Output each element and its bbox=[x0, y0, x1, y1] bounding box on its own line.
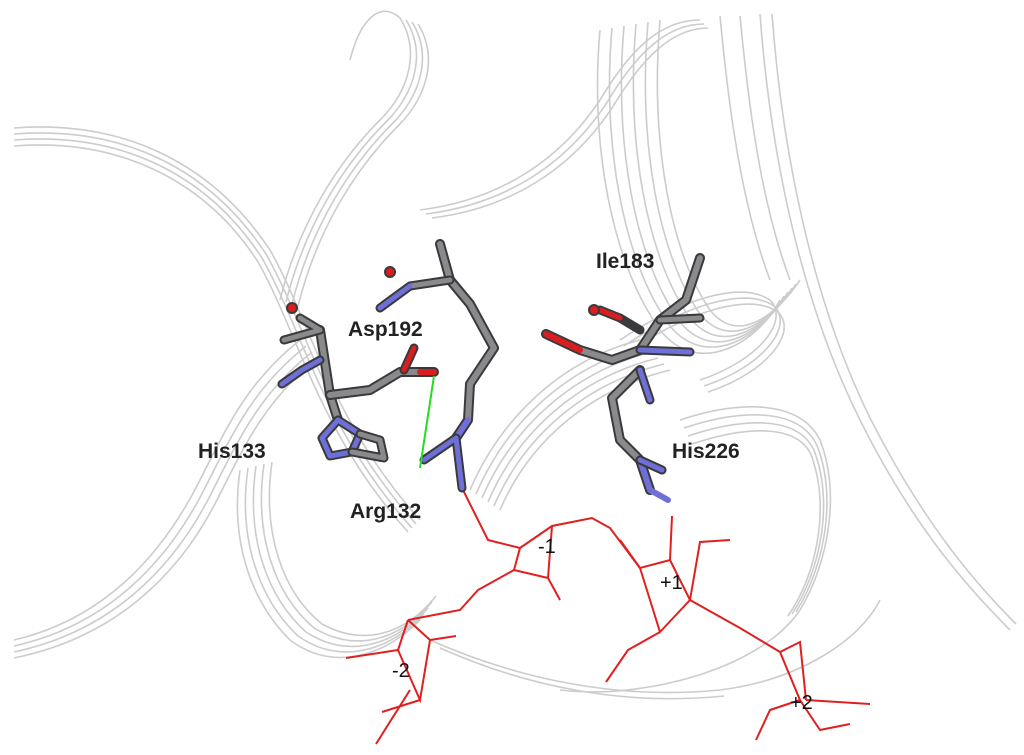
ligand-backbone bbox=[461, 487, 851, 732]
stick-asp192 bbox=[325, 343, 439, 400]
ligand-ring-plus1-subst bbox=[619, 515, 731, 601]
water-oxygens bbox=[286, 266, 600, 316]
stick-ile183 bbox=[541, 253, 705, 365]
stick-his133 bbox=[277, 313, 389, 463]
ribbon-top-center-loop bbox=[419, 19, 709, 219]
ligand-sugar-chain bbox=[345, 487, 871, 745]
ribbon-top-left-loop bbox=[279, 10, 430, 307]
ligand-ring-plus2 bbox=[755, 640, 871, 741]
subsite-label-plus1: +1 bbox=[660, 572, 683, 594]
stick-his226 bbox=[607, 365, 671, 503]
ligand-ring-minus1-subst bbox=[407, 569, 561, 621]
ligand-ring-minus2-subst bbox=[345, 635, 457, 745]
subsite-label-minus2: -2 bbox=[392, 660, 410, 682]
stick-arg132 bbox=[375, 239, 499, 493]
ligand-ring-plus1 bbox=[605, 567, 691, 683]
ligand-ring-minus1 bbox=[512, 525, 553, 580]
label-his133: His133 bbox=[198, 440, 266, 463]
ribbon-bottom-left-bundle bbox=[236, 461, 437, 659]
label-arg132: Arg132 bbox=[350, 500, 422, 523]
label-his226: His226 bbox=[672, 440, 740, 463]
ribbon-left-lower-loop bbox=[13, 339, 319, 659]
ribbon-bottom-sweep bbox=[429, 599, 881, 700]
label-ile183: Ile183 bbox=[596, 250, 655, 273]
label-asp192: Asp192 bbox=[348, 318, 423, 341]
subsite-label-minus1: -1 bbox=[538, 536, 556, 558]
ribbon-lower-right-loop bbox=[559, 406, 832, 693]
subsite-label-plus2: +2 bbox=[790, 692, 813, 714]
ribbon-far-right-strands bbox=[719, 13, 1017, 631]
hydrogen-bond-line bbox=[419, 375, 435, 469]
ribbon-strands bbox=[13, 10, 1017, 700]
residue-sticks bbox=[277, 239, 705, 503]
